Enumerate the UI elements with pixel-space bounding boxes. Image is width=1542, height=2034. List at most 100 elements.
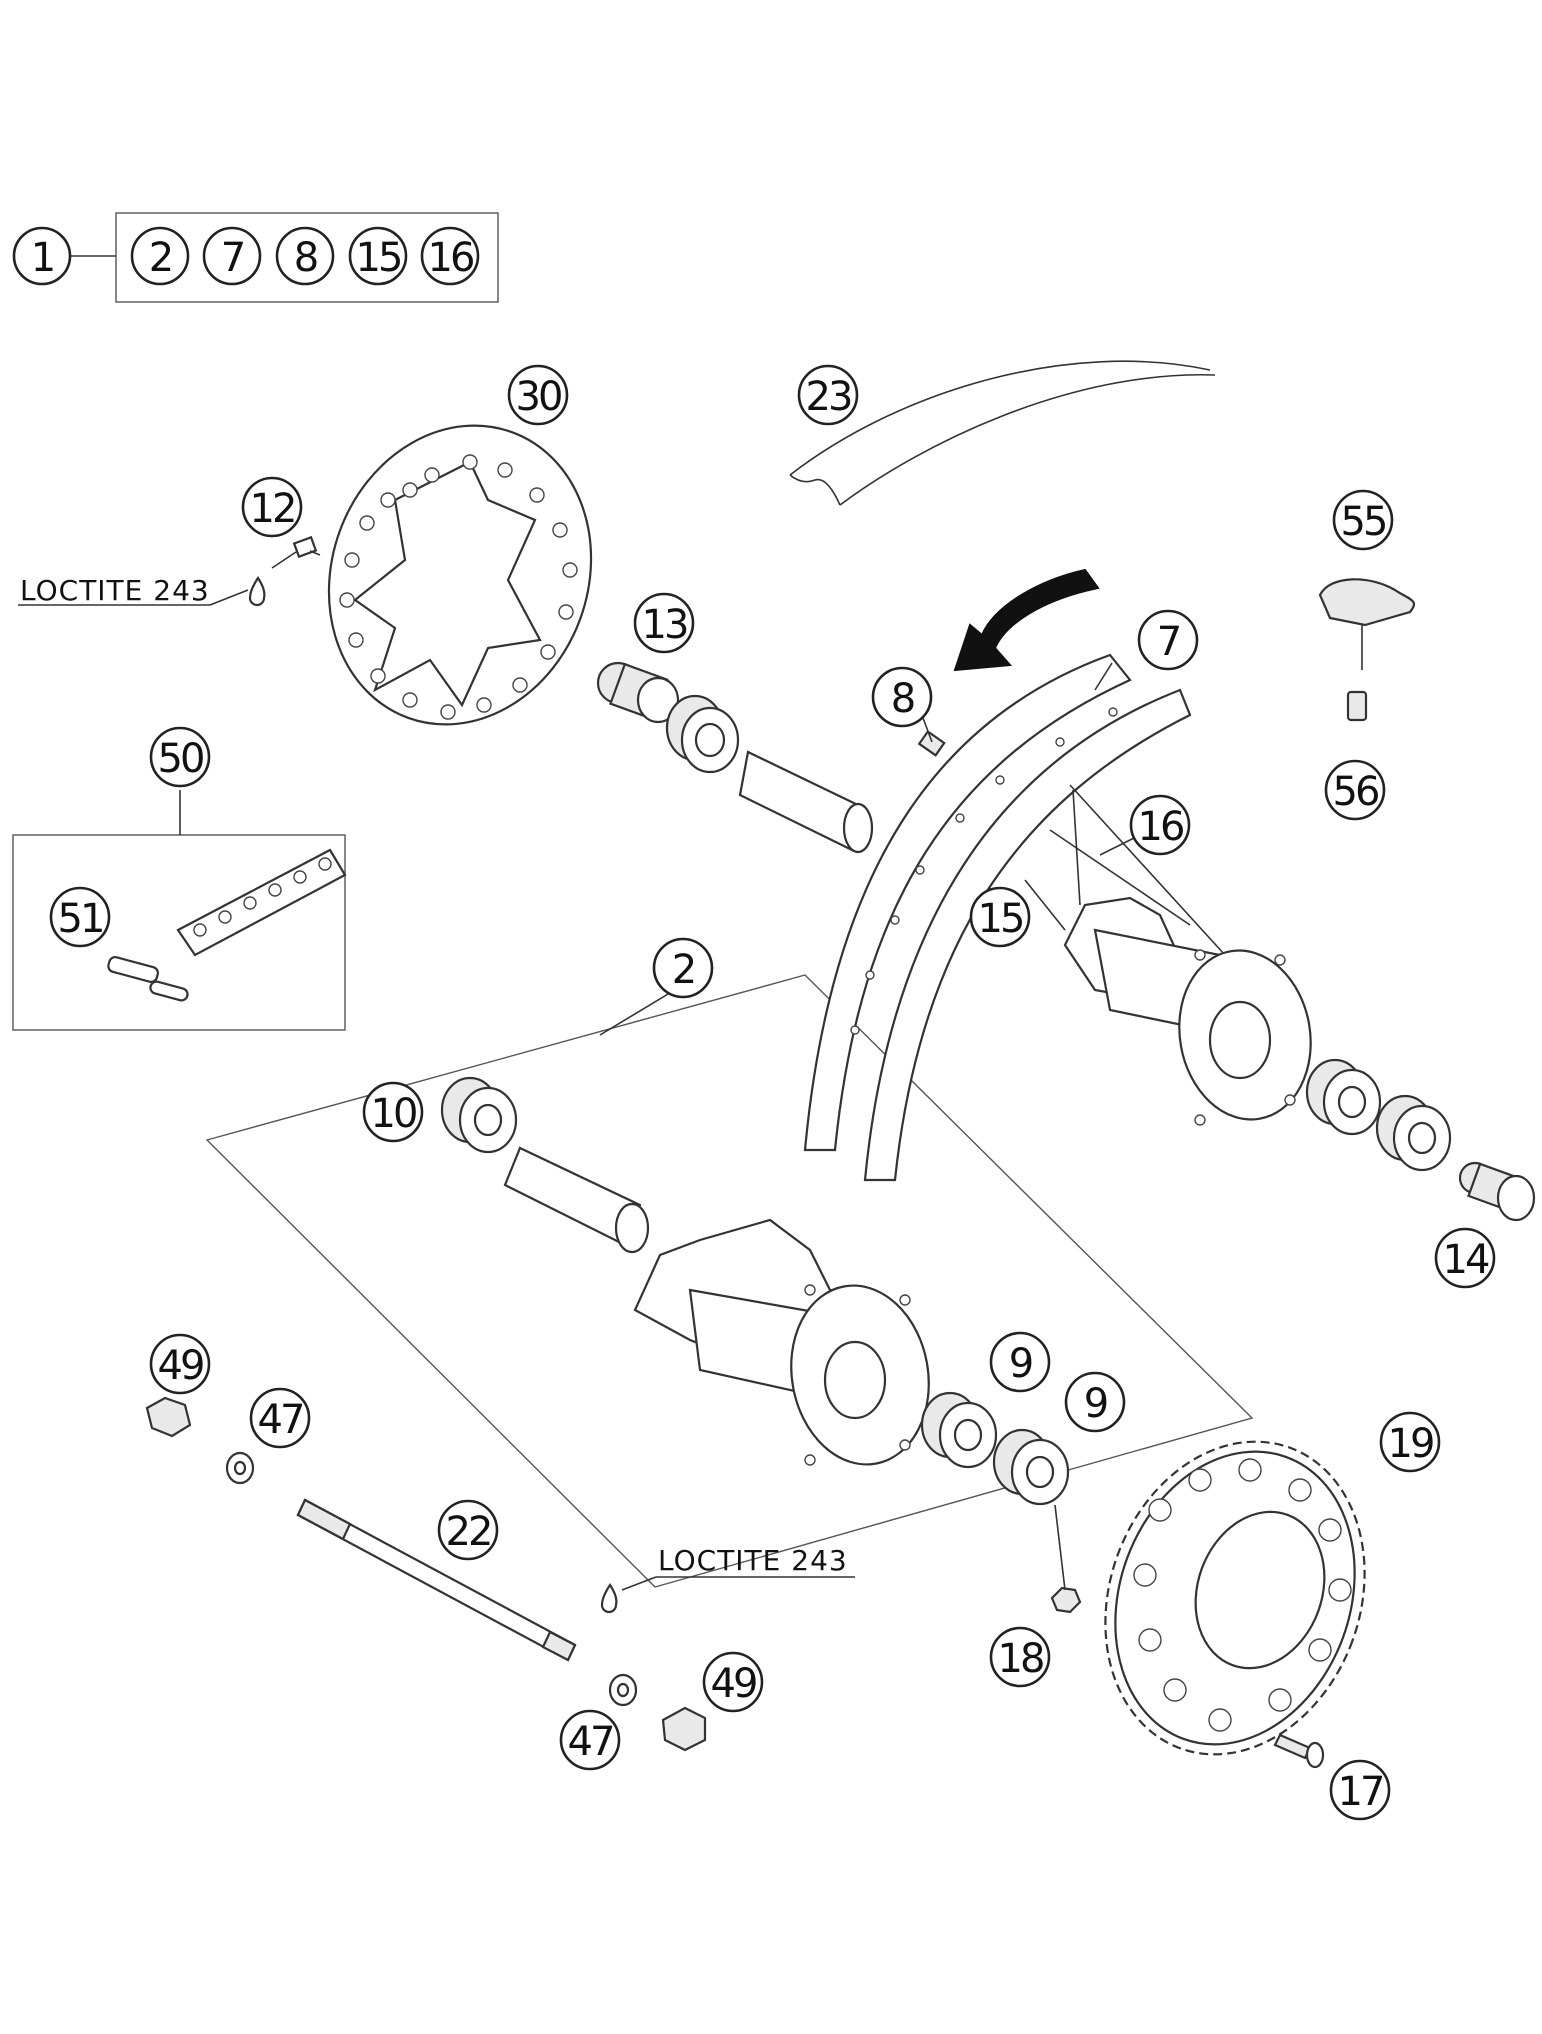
callout-18-circle bbox=[989, 1626, 1051, 1688]
callout-1-circle bbox=[12, 226, 72, 286]
rotation-direction-arrow bbox=[953, 568, 1100, 672]
callout-19-circle bbox=[1379, 1411, 1441, 1473]
rear-axle bbox=[296, 1498, 577, 1662]
callout-12: 12 bbox=[241, 476, 303, 538]
callout-1: 1 bbox=[12, 226, 72, 286]
callout-19: 19 bbox=[1379, 1411, 1441, 1473]
kit-callout-8-circle bbox=[275, 226, 335, 286]
callout-49a: 49 bbox=[149, 1333, 211, 1395]
callout-49b-number: 49 bbox=[711, 1661, 756, 1707]
callout-50-number: 50 bbox=[158, 736, 203, 782]
callout-13-number: 13 bbox=[642, 602, 687, 648]
bearing-right-2 bbox=[1375, 1094, 1452, 1172]
nut-left bbox=[145, 1396, 192, 1438]
kit-callout-15-circle bbox=[348, 226, 408, 286]
nut-right bbox=[661, 1706, 707, 1752]
callout-9a-circle bbox=[989, 1331, 1051, 1393]
callout-9b-number: 9 bbox=[1084, 1381, 1107, 1427]
kit-callout-7-circle bbox=[202, 226, 262, 286]
callout-7-circle bbox=[1137, 609, 1199, 671]
kit-callout-2-number: 2 bbox=[149, 235, 171, 281]
kit-callout-15-number: 15 bbox=[356, 235, 401, 281]
callout-30: 30 bbox=[507, 364, 569, 426]
chain-master-link bbox=[107, 956, 189, 1002]
rim-tape bbox=[789, 360, 1216, 506]
kit-callout-2: 2 bbox=[130, 226, 190, 286]
callout-17-number: 17 bbox=[1338, 1769, 1383, 1815]
callout-50: 50 bbox=[149, 726, 211, 788]
callout-18-number: 18 bbox=[998, 1636, 1043, 1682]
callout-9a: 9 bbox=[989, 1331, 1051, 1393]
callout-49b: 49 bbox=[702, 1651, 764, 1713]
spokes bbox=[1049, 784, 1226, 956]
callout-56: 56 bbox=[1324, 759, 1386, 821]
hub-assembly-frame bbox=[205, 974, 1254, 1588]
callout-51-circle bbox=[49, 886, 111, 948]
hub-upper bbox=[1063, 896, 1312, 1126]
callout-47b: 47 bbox=[559, 1709, 621, 1771]
bearing-upper bbox=[665, 694, 740, 774]
callout-30-number: 30 bbox=[516, 374, 561, 420]
callout-9a-number: 9 bbox=[1009, 1341, 1032, 1387]
callout-7: 7 bbox=[1137, 609, 1199, 671]
callout-22: 22 bbox=[437, 1499, 499, 1561]
callout-2-number: 2 bbox=[672, 947, 694, 993]
callout-2: 2 bbox=[652, 937, 714, 999]
chain-kit-frame bbox=[12, 834, 346, 1031]
callout-22-number: 22 bbox=[446, 1509, 491, 1555]
callout-55: 55 bbox=[1332, 489, 1394, 551]
sprocket-bolt bbox=[1273, 1733, 1325, 1769]
callout-14-circle bbox=[1434, 1227, 1496, 1289]
sprocket-nut bbox=[1050, 1586, 1082, 1614]
wheel-rim bbox=[803, 653, 1192, 1182]
callout-16-circle bbox=[1129, 794, 1191, 856]
callout-51: 51 bbox=[49, 886, 111, 948]
callout-15: 15 bbox=[969, 886, 1031, 948]
loctite-note-top: LOCTITE 243 bbox=[20, 574, 210, 607]
callout-55-number: 55 bbox=[1341, 499, 1386, 545]
spacer-right bbox=[1458, 1161, 1536, 1222]
callout-7-number: 7 bbox=[1157, 619, 1180, 665]
callout-12-number: 12 bbox=[250, 486, 295, 532]
hub-lower bbox=[633, 1218, 930, 1466]
rear-sprocket bbox=[1104, 1440, 1366, 1756]
bearing-right-1 bbox=[1305, 1058, 1382, 1136]
axle-tube-upper bbox=[738, 750, 874, 854]
callout-30-circle bbox=[507, 364, 569, 426]
callout-50-circle bbox=[149, 726, 211, 788]
callout-23-number: 23 bbox=[806, 374, 851, 420]
callout-18: 18 bbox=[989, 1626, 1051, 1688]
callout-10-circle bbox=[362, 1081, 424, 1143]
callout-8-circle bbox=[871, 666, 933, 728]
callout-23: 23 bbox=[797, 364, 859, 426]
tensioner-insert bbox=[1346, 690, 1368, 722]
callout-56-number: 56 bbox=[1333, 769, 1378, 815]
callout-17-circle bbox=[1329, 1759, 1391, 1821]
bearing-9a bbox=[920, 1391, 998, 1469]
washer-left bbox=[225, 1451, 255, 1485]
callout-17: 17 bbox=[1329, 1759, 1391, 1821]
kit-callout-16: 16 bbox=[420, 226, 480, 286]
drive-chain bbox=[176, 848, 347, 957]
callout-56-circle bbox=[1324, 759, 1386, 821]
loctite-drop-bottom bbox=[600, 1583, 618, 1614]
callout-1-number: 1 bbox=[31, 235, 53, 281]
kit-contents-frame bbox=[115, 212, 499, 303]
loctite-note-bottom: LOCTITE 243 bbox=[658, 1544, 848, 1577]
callout-49b-circle bbox=[702, 1651, 764, 1713]
callout-2-circle bbox=[652, 937, 714, 999]
callout-47b-number: 47 bbox=[568, 1719, 613, 1765]
callout-55-circle bbox=[1332, 489, 1394, 551]
brake-disc bbox=[327, 424, 593, 726]
callout-49a-circle bbox=[149, 1333, 211, 1395]
callout-22-circle bbox=[437, 1499, 499, 1561]
kit-callout-8: 8 bbox=[275, 226, 335, 286]
bearing-9b bbox=[992, 1428, 1070, 1506]
callout-47a-circle bbox=[249, 1387, 311, 1449]
callout-13: 13 bbox=[633, 592, 695, 654]
callout-23-circle bbox=[797, 364, 859, 426]
bearing-10 bbox=[440, 1076, 518, 1154]
callout-47a: 47 bbox=[249, 1387, 311, 1449]
tensioner-knob bbox=[1318, 578, 1416, 670]
